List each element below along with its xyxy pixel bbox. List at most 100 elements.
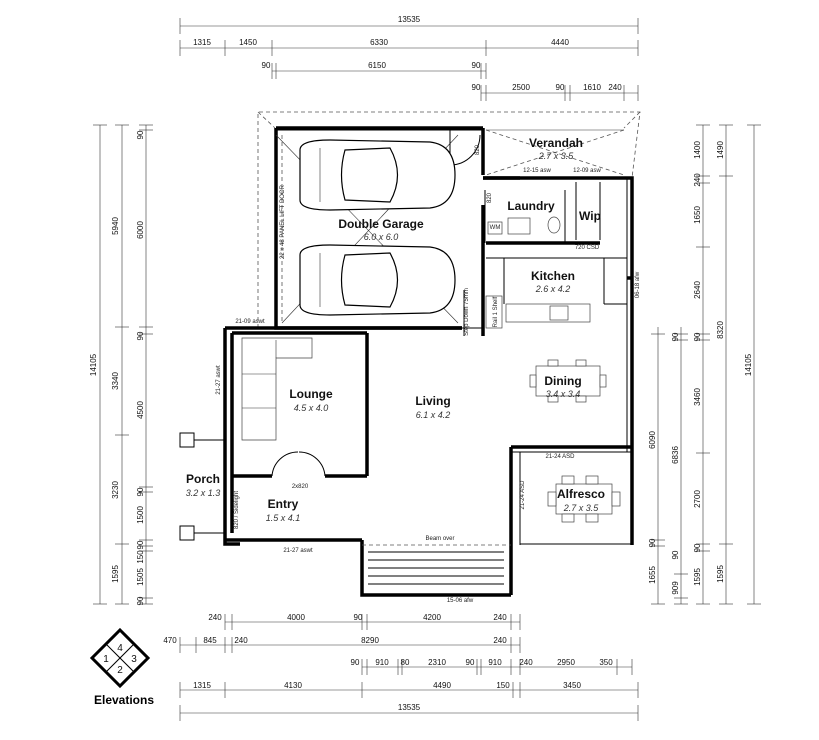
dim-bottom-22: 4490 — [433, 681, 451, 690]
dim-left-10: 1500 — [136, 506, 145, 524]
dim-left-1: 5940 — [111, 217, 120, 235]
left-dimensions: 14105 5940 3340 3230 1595 90 6000 90 450… — [89, 124, 153, 605]
room-wip: Wip — [579, 209, 601, 223]
room-alfresco-size: 2.7 x 3.5 — [563, 503, 600, 513]
dim-right-2: 8320 — [716, 321, 725, 339]
dim-left-8: 4500 — [136, 401, 145, 419]
room-lounge: Lounge — [289, 387, 333, 401]
note-garage-820: 820 — [475, 144, 481, 155]
room-double-garage: Double Garage — [338, 217, 424, 231]
dim-left-13: 1505 — [136, 568, 145, 586]
room-double-garage-size: 6.0 x 6.0 — [364, 232, 399, 242]
dim-bottom-6: 470 — [163, 636, 177, 645]
dim-bottom-5: 240 — [493, 613, 507, 622]
plan-notes: 22 x 48 PANEL LIFT DOOR 12-15 asw 12-09 … — [216, 144, 641, 604]
note-entry-door: 2x820 — [292, 484, 309, 490]
note-lounge-window-top: 21-09 aswt — [235, 319, 265, 325]
room-lounge-size: 4.5 x 4.0 — [294, 403, 329, 413]
dim-bottom-3: 90 — [354, 613, 363, 622]
building — [179, 111, 641, 597]
dim-bottom-2: 4000 — [287, 613, 305, 622]
dim-bottom-10: 240 — [493, 636, 507, 645]
room-dining-size: 3.4 x 3.4 — [546, 389, 581, 399]
room-alfresco: Alfresco — [557, 487, 605, 501]
dim-top-7: 90 — [472, 61, 481, 70]
dim-left-5: 90 — [136, 130, 145, 139]
dim-left-4: 1595 — [111, 565, 120, 583]
kitchen-sink — [549, 305, 569, 321]
note-laundry-window-1: 12-15 asw — [523, 168, 551, 174]
dim-top-8: 90 — [472, 83, 481, 92]
dim-top-5: 90 — [262, 61, 271, 70]
dim-right-3: 1595 — [716, 565, 725, 583]
dim-bottom-8: 240 — [234, 636, 248, 645]
dim-left-overall: 14105 — [89, 353, 98, 376]
dim-right-14: 6836 — [671, 446, 680, 464]
dim-top-12: 240 — [608, 83, 622, 92]
dim-top-9: 2500 — [512, 83, 530, 92]
room-kitchen: Kitchen — [531, 269, 575, 283]
dim-bottom-11: 90 — [351, 658, 360, 667]
note-beam: Beam over — [425, 536, 454, 542]
bottom-dimensions: 240 4000 90 4200 240 470 845 240 8290 24… — [163, 613, 639, 721]
dim-bottom-9: 8290 — [361, 636, 379, 645]
dim-left-6: 6000 — [136, 221, 145, 239]
dim-bottom-15: 90 — [466, 658, 475, 667]
dim-right-15: 90 — [671, 550, 680, 559]
dim-top-3: 6330 — [370, 38, 388, 47]
dim-bottom-13: 80 — [401, 658, 410, 667]
elevation-label-1: 1 — [103, 654, 109, 665]
note-laundry-820: 820 — [487, 192, 493, 203]
dim-right-17: 6090 — [648, 431, 657, 449]
dim-right-5: 240 — [693, 173, 702, 187]
note-csd: 720 CSD — [575, 245, 600, 251]
dim-bottom-4: 4200 — [423, 613, 441, 622]
dim-right-10: 2700 — [693, 490, 702, 508]
dim-bottom-7: 845 — [203, 636, 217, 645]
dim-bottom-16: 910 — [488, 658, 502, 667]
elevation-label-3: 3 — [131, 654, 137, 665]
car-top — [299, 139, 456, 211]
dim-left-11: 90 — [136, 540, 145, 549]
note-rail-shelf: Rail 1 Shelf — [493, 296, 499, 327]
dim-right-12: 1595 — [693, 568, 702, 586]
dim-left-12: 150 — [136, 550, 145, 564]
dim-bottom-20: 1315 — [193, 681, 211, 690]
dim-right-16: 909 — [671, 581, 680, 595]
elevations-legend: 4 1 3 2 Elevations — [89, 627, 154, 707]
dim-top-6: 6150 — [368, 61, 386, 70]
dim-top-2: 1450 — [239, 38, 257, 47]
elevation-label-4: 4 — [117, 643, 123, 654]
room-verandah-size: 2.7 x 3.5 — [538, 151, 575, 161]
dim-right-9: 3460 — [693, 388, 702, 406]
dim-bottom-21: 4130 — [284, 681, 302, 690]
room-entry-size: 1.5 x 4.1 — [266, 513, 301, 523]
dim-top-4: 4440 — [551, 38, 569, 47]
washing-machine — [487, 221, 503, 235]
dim-bottom-24: 3450 — [563, 681, 581, 690]
room-porch: Porch — [186, 472, 220, 486]
note-alfresco-door: 21-24 ASD — [545, 454, 575, 460]
dim-right-4: 1400 — [693, 141, 702, 159]
dim-bottom-19: 350 — [599, 658, 613, 667]
dim-top-10: 90 — [556, 83, 565, 92]
dim-bottom-17: 240 — [519, 658, 533, 667]
room-laundry: Laundry — [507, 199, 555, 213]
room-dining: Dining — [544, 374, 581, 388]
right-dimensions: 14105 1490 8320 1595 1400 240 1650 2640 … — [648, 124, 761, 605]
note-entry-window: 21-27 aswt — [283, 548, 313, 554]
room-living: Living — [415, 394, 450, 408]
dim-bottom-23: 150 — [496, 681, 510, 690]
dim-bottom-1: 240 — [208, 613, 222, 622]
dim-bottom-18: 2950 — [557, 658, 575, 667]
elevations-title: Elevations — [94, 693, 154, 707]
dim-right-19: 1655 — [648, 566, 657, 584]
room-labels: Verandah 2.7 x 3.5 Laundry Wip Double Ga… — [186, 136, 605, 523]
dim-right-7: 2640 — [693, 281, 702, 299]
note-wm: WM — [490, 225, 501, 231]
dim-right-overall: 14105 — [744, 353, 753, 376]
dim-left-2: 3340 — [111, 372, 120, 390]
dim-bottom-14: 2310 — [428, 658, 446, 667]
room-porch-size: 3.2 x 1.3 — [186, 488, 221, 498]
